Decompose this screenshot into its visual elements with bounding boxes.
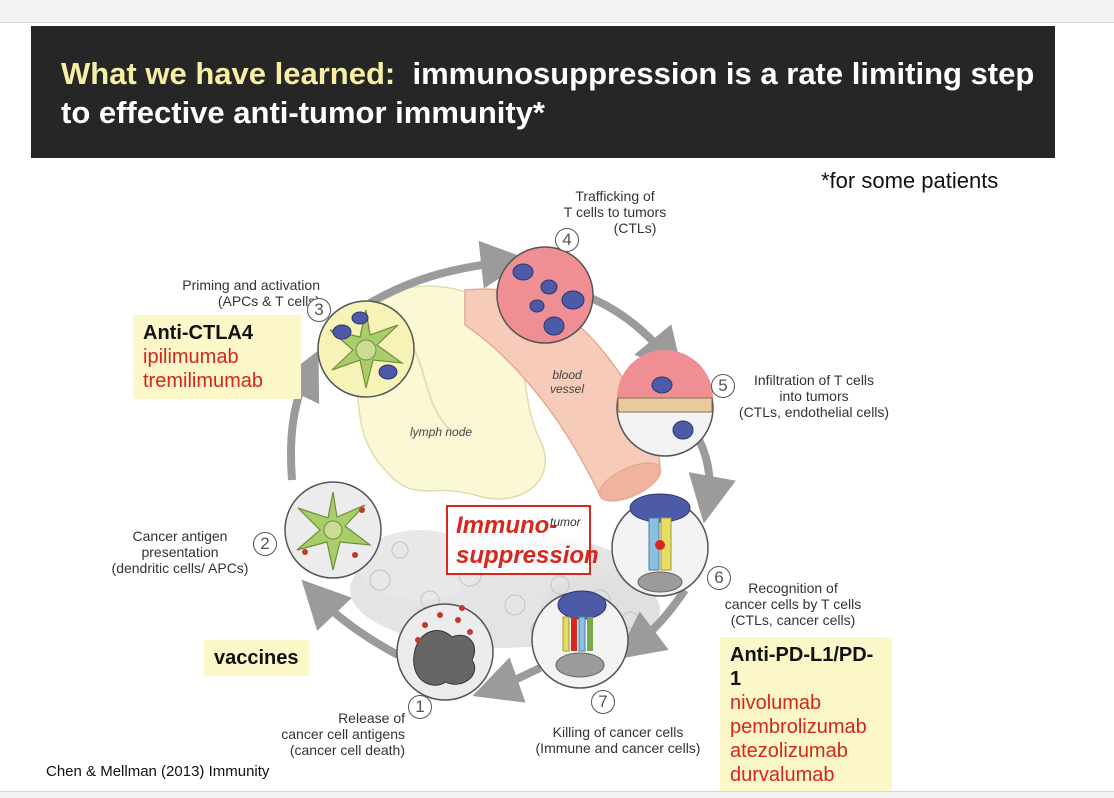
step2-line2: presentation [141,544,219,560]
pd-drug-4: durvalumab [730,764,835,786]
step6-label: Recognition of cancer cells by T cells (… [718,580,868,628]
step7-line2: (Immune and cancer cells) [535,740,701,756]
step6-circle [611,493,709,597]
blood-vessel-line1: blood [552,368,582,382]
step7-label: Killing of cancer cells (Immune and canc… [528,724,708,756]
vaccines-box: vaccines [204,640,309,676]
step5-number: 5 [711,374,735,398]
step1-number: 1 [408,695,432,719]
blood-vessel-line2: vessel [550,382,585,396]
bottom-border [0,791,1114,798]
title-bar: What we have learned: immunosuppression … [31,26,1055,158]
step6-number: 6 [707,566,731,590]
step1-line2: cancer cell antigens [281,726,405,742]
pd-title: Anti-PD-L1/PD-1 [730,644,874,690]
step5-circle [616,350,714,457]
immuno-line2: suppression [456,542,599,569]
ctla4-drug-1: ipilimumab [143,346,239,368]
lymph-node-label: lymph node [410,425,473,439]
arrow-3-to-4 [368,240,529,307]
vaccines-title: vaccines [214,647,299,669]
title-rest: immunosuppression is a rate limiting ste… [61,56,1035,130]
step1-label: Release of cancer cell antigens (cancer … [265,710,405,758]
step2-number: 2 [253,532,277,556]
arrow-7-to-1 [472,657,542,703]
step3-circle [317,300,415,398]
step4-number: 4 [555,228,579,252]
ctla4-drug-2: tremilimumab [143,370,264,392]
step5-line3: (CTLs, endothelial cells) [738,404,890,420]
step2-line1: Cancer antigen [132,528,228,544]
step6-line3: (CTLs, cancer cells) [730,612,856,628]
step1-circle [396,603,494,701]
immuno-line1: Immuno- [456,512,558,539]
footnote: *for some patients [821,168,999,193]
step3-line1: Priming and activation [182,277,320,293]
step6-line2: cancer cells by T cells [724,596,862,612]
step6-line1: Recognition of [748,580,838,596]
step2-line3: (dendritic cells/ APCs) [111,560,249,576]
tumor-label: tumor [550,515,581,529]
step7-number: 7 [591,690,615,714]
step3-label: Priming and activation (APCs & T cells) [160,277,320,309]
title-highlight: What we have learned: [61,56,396,91]
step5-line1: Infiltration of T cells [753,372,875,388]
step7-line1: Killing of cancer cells [552,724,684,740]
step2-circle [284,481,382,579]
step5-line2: into tumors [779,388,849,404]
step3-number: 3 [307,298,331,322]
immunosuppression-box: Immuno- suppression [446,505,599,575]
pd-drug-box: Anti-PD-L1/PD-1 nivolumab pembrolizumab … [720,637,892,793]
arrow-2-to-3 [275,350,320,481]
ctla4-drug-box: Anti-CTLA4 ipilimumab tremilimumab [133,315,301,399]
pd-drug-2: pembrolizumab [730,716,867,738]
arrow-1-to-2 [301,579,400,659]
step1-line1: Release of [338,710,405,726]
pd-drug-3: atezolizumab [730,740,848,762]
citation: Chen & Mellman (2013) Immunity [46,763,270,780]
slide-title: What we have learned: immunosuppression … [61,54,1041,132]
step4-line3: (CTLs) [613,220,657,236]
step4-circle [496,246,594,344]
step2-label: Cancer antigen presentation (dendritic c… [110,528,250,576]
blood-vessel-label: blood vessel [550,368,584,396]
step4-line1: Trafficking of [575,188,655,204]
step1-line3: (cancer cell death) [289,742,405,758]
step4-line2: T cells to tumors [563,204,667,220]
top-border [0,0,1114,23]
step5-label: Infiltration of T cells into tumors (CTL… [734,372,894,420]
ctla4-title: Anti-CTLA4 [143,322,253,344]
pd-drug-1: nivolumab [730,692,822,714]
step7-circle [531,590,629,689]
step4-label: Trafficking of T cells to tumors (CTLs) [545,188,685,236]
arrow-6-to-7 [615,587,689,660]
step3-line2: (APCs & T cells) [217,293,320,309]
